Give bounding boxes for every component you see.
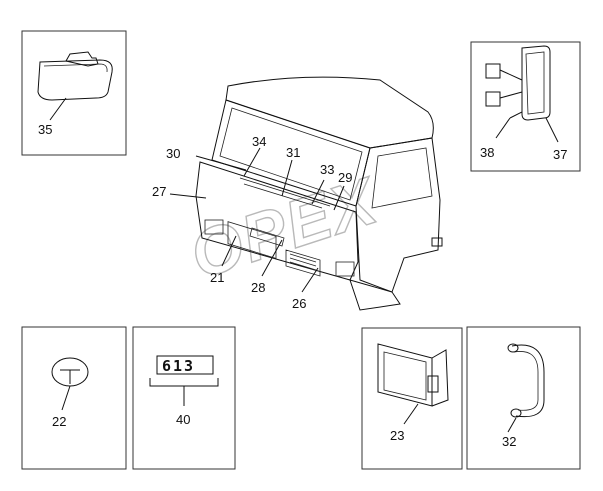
emblem-22-t [60, 369, 80, 384]
panel-23-latch [427, 375, 439, 393]
side-lamp [431, 237, 443, 247]
leader-22 [61, 385, 71, 411]
callout-28: 28 [251, 280, 265, 295]
leader-27 [169, 193, 207, 199]
callout-34: 34 [252, 134, 266, 149]
callout-40: 40 [176, 412, 190, 427]
cab-side-door [355, 137, 441, 293]
handle-32-inner [513, 351, 539, 411]
leader-23 [403, 403, 419, 425]
leader-30 [195, 155, 247, 171]
panel-23-side [431, 349, 449, 407]
truck-cab: 30 34 31 33 29 27 21 28 26 [152, 76, 443, 311]
mirror-37-head [521, 45, 551, 121]
leader-31 [281, 159, 293, 197]
handle-32-mount-bottom [510, 408, 522, 418]
callout-30: 30 [166, 146, 180, 161]
part-box-22: 22 [21, 326, 127, 470]
handle-32-bar [511, 344, 545, 418]
leader-26 [301, 267, 319, 293]
leader-32 [507, 417, 517, 433]
leader-33 [311, 179, 325, 205]
callout-32: 32 [502, 434, 516, 449]
grille-26 [285, 249, 321, 277]
leader-28 [261, 239, 283, 277]
leader-40 [149, 378, 219, 406]
mirror-35-bracket [65, 51, 99, 67]
leader-29 [333, 185, 345, 211]
leader-35 [49, 97, 67, 121]
mirror-38-mount-upper [485, 63, 501, 79]
badge-40-plate [156, 355, 214, 375]
part-box-40: 613 40 [132, 326, 236, 470]
leader-38 [495, 117, 511, 139]
mirror-38-arm [499, 69, 523, 119]
part-box-32: 32 [466, 326, 581, 470]
cab-windshield-inner [219, 107, 363, 201]
mirror-35-body [37, 59, 113, 101]
part-box-23: 23 [361, 327, 463, 470]
mirror-38-mount-lower [485, 91, 501, 107]
part-box-23-frame [361, 327, 463, 470]
leader-34 [243, 147, 261, 177]
cab-side-window [371, 147, 433, 209]
callout-33: 33 [320, 162, 334, 177]
callout-26: 26 [292, 296, 306, 311]
part-box-35: 35 [21, 30, 127, 156]
headlamp-left [204, 219, 224, 235]
handle-32-mount-top [507, 343, 519, 353]
panel-23-window [383, 351, 427, 401]
mirror-37-glass [525, 51, 545, 115]
callout-31: 31 [286, 145, 300, 160]
wiper-panel-31 [239, 177, 331, 209]
part-box-22-frame [21, 326, 127, 470]
leader-37 [545, 117, 559, 143]
part-box-32-frame [466, 326, 581, 470]
callout-35: 35 [38, 122, 52, 137]
callout-29: 29 [338, 170, 352, 185]
badge-40-text: 613 [162, 357, 195, 375]
callout-21: 21 [210, 270, 224, 285]
cab-steps [349, 279, 401, 311]
callout-22: 22 [52, 414, 66, 429]
mirror-35-highlight [43, 63, 108, 73]
callout-38: 38 [480, 145, 494, 160]
cab-roof [225, 76, 434, 149]
callout-37: 37 [553, 147, 567, 162]
part-box-35-frame [21, 30, 127, 156]
leader-21 [221, 235, 237, 267]
callout-27: 27 [152, 184, 166, 199]
callout-23: 23 [390, 428, 404, 443]
part-box-37-38: 38 37 [470, 41, 581, 172]
headlamp-right [335, 261, 355, 277]
front-emblem-28 [249, 227, 285, 247]
